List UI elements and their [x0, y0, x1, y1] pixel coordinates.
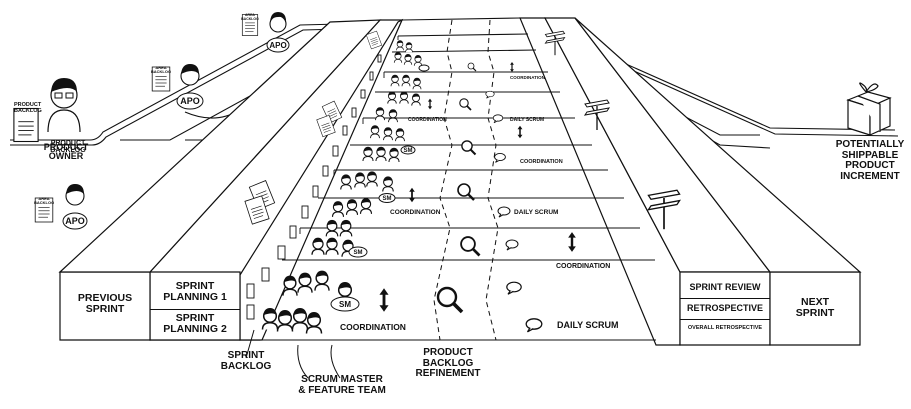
area-backlog-doc-label-3: AREA BACKLOG [34, 197, 54, 205]
svg-text:COORDINATION: COORDINATION [390, 209, 441, 216]
svg-text:DAILY SCRUM: DAILY SCRUM [514, 209, 558, 216]
svg-text:COORDINATION: COORDINATION [510, 75, 545, 80]
svg-text:DAILY SCRUM: DAILY SCRUM [557, 320, 619, 330]
svg-text:COORDINATION: COORDINATION [520, 159, 563, 165]
svg-text:DAILY SCRUM: DAILY SCRUM [510, 117, 544, 123]
next-sprint-label: NEXT SPRINT [778, 297, 852, 319]
refinement-icons [438, 63, 480, 312]
sprint-planning-2-label: SPRINT PLANNING 2 [152, 313, 238, 335]
svg-text:APO: APO [180, 96, 200, 106]
gift-icon [848, 83, 890, 135]
increment-label: POTENTIALLY SHIPPABLE PRODUCT INCREMENT [830, 140, 910, 182]
previous-sprint-label: PREVIOUS SPRINT [68, 293, 142, 315]
svg-text:SM: SM [339, 300, 351, 309]
svg-text:COORDINATION: COORDINATION [408, 117, 447, 123]
coordination-arrows [379, 62, 575, 312]
svg-text:SM: SM [354, 250, 363, 256]
sprint-review-label: SPRINT REVIEW [681, 283, 769, 292]
svg-text:SM: SM [404, 148, 413, 154]
pbr-label: PRODUCT BACKLOG REFINEMENT [408, 348, 488, 380]
scrum-master-team-label: SCRUM MASTER & FEATURE TEAM [292, 375, 392, 396]
planning-divider [150, 309, 240, 310]
svg-text:SM: SM [383, 196, 392, 202]
product-owner-role: PRODUCT OWNER [38, 143, 94, 162]
svg-text:COORDINATION: COORDINATION [340, 322, 406, 332]
area-backlog-doc-label-1: AREA BACKLOG [150, 66, 172, 74]
retrospective-label: RETROSPECTIVE [681, 304, 769, 313]
area-backlog-doc-label-2: AREA BACKLOG [241, 14, 259, 21]
sprint-planning-1-label: SPRINT PLANNING 1 [152, 281, 238, 303]
retro-divider [680, 319, 770, 320]
svg-text:APO: APO [269, 41, 286, 50]
svg-text:COORDINATION: COORDINATION [556, 263, 610, 270]
overall-retrospective-label: OVERALL RETROSPECTIVE [681, 326, 769, 332]
review-divider [680, 298, 770, 299]
product-backlog-doc-label: PRODUCT BACKLOG [14, 103, 40, 115]
sprint-backlog-label: SPRINT BACKLOG [216, 351, 276, 372]
svg-text:APO: APO [65, 216, 85, 226]
